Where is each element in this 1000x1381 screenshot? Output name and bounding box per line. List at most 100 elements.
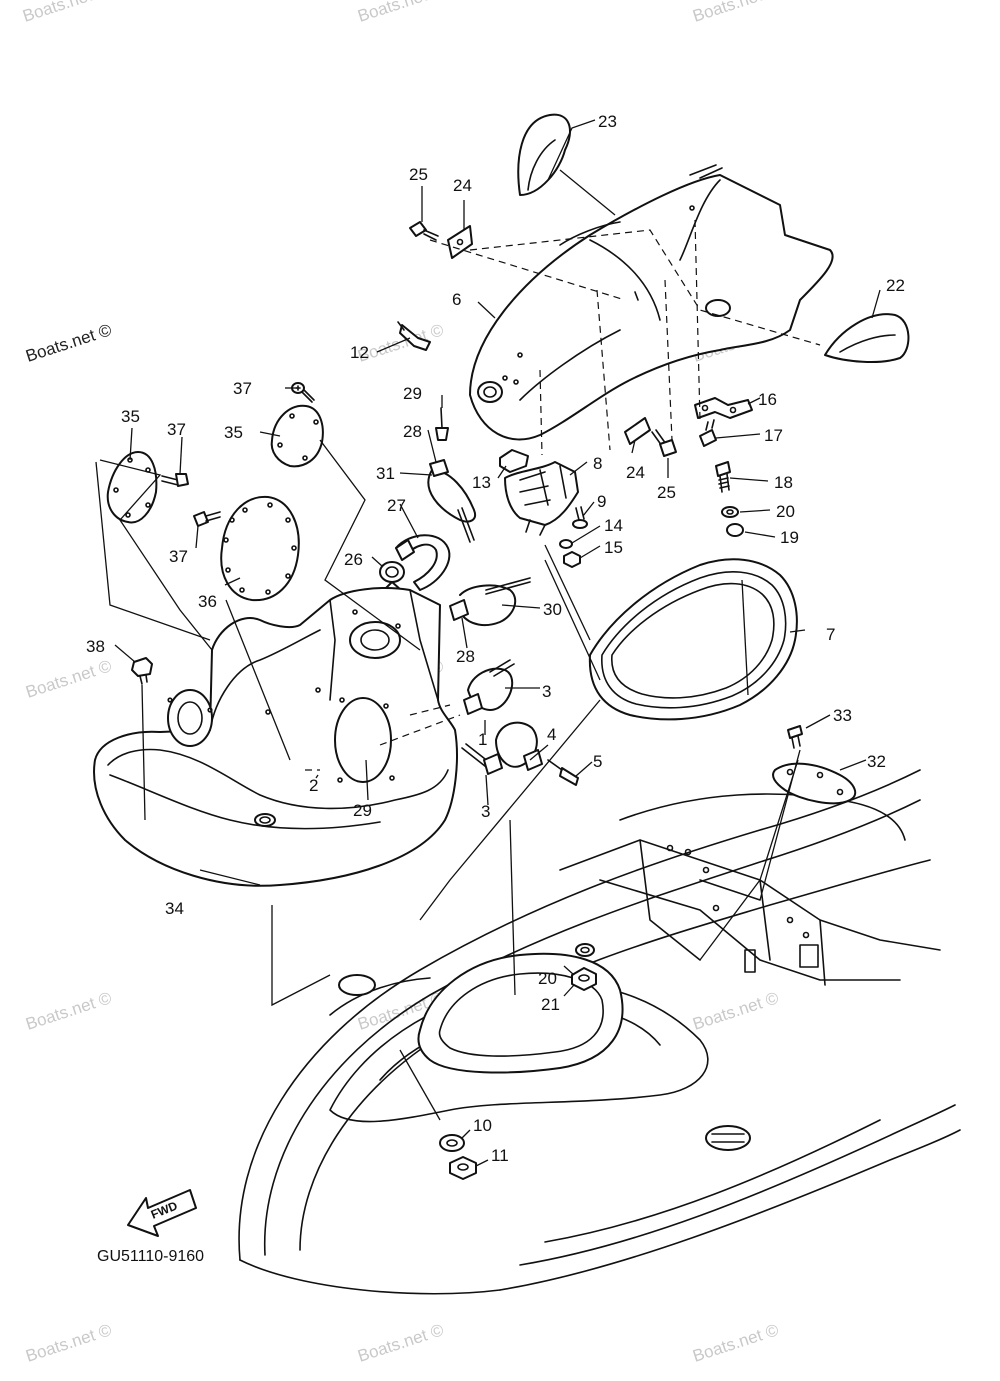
bolt-25-upper: [409, 221, 439, 241]
rivet-29-upper: [435, 407, 449, 441]
callout-14: 14: [604, 516, 623, 535]
cover-36: [220, 495, 300, 602]
watermark: Boats.net ©: [20, 0, 111, 26]
callout-37: 37: [167, 420, 186, 439]
hull-deck: [238, 769, 961, 1295]
watermark: Boats.net ©: [23, 988, 114, 1034]
clamp-4: [523, 749, 543, 771]
rivet-12: [397, 321, 431, 351]
callout-37: 37: [233, 379, 252, 398]
callout-20: 20: [776, 502, 795, 521]
callout-27: 27: [387, 496, 406, 515]
watermark: Boats.net ©: [23, 656, 114, 702]
bracket-24-lower: [624, 417, 651, 445]
callout-22: 22: [886, 276, 905, 295]
callout-35: 35: [121, 407, 140, 426]
screw-9: [572, 506, 588, 529]
callout-31: 31: [376, 464, 395, 483]
bracket-16: [694, 397, 753, 419]
callout-18: 18: [774, 473, 793, 492]
screw-37-top: [291, 382, 315, 403]
seal-7: [588, 558, 798, 721]
nut-11: [449, 1156, 477, 1180]
cap-38: [131, 657, 153, 685]
callout-17: 17: [764, 426, 783, 445]
switch-assembly-8: [504, 461, 579, 536]
callout-3: 3: [481, 802, 490, 821]
watermark: Boats.net ©: [690, 988, 781, 1034]
callout-1: 1: [478, 730, 487, 749]
callout-13: 13: [472, 473, 491, 492]
callout-35: 35: [224, 423, 243, 442]
diagram-code: GU51110-9160: [97, 1248, 204, 1265]
stud-18: [715, 461, 731, 493]
callout-29: 29: [403, 384, 422, 403]
band-3-upper: [463, 659, 515, 715]
watermark: Boats.net ©: [355, 1320, 446, 1366]
callout-26: 26: [344, 550, 363, 569]
callout-25: 25: [657, 483, 676, 502]
handlebar-cover: [469, 164, 834, 441]
grommet-19: [726, 523, 744, 537]
watermark: Boats.net ©: [23, 320, 114, 366]
callout-24: 24: [453, 176, 472, 195]
watermark: Boats.net ©: [23, 1320, 114, 1366]
fwd-arrow-icon: FWD: [127, 1189, 197, 1237]
callout-19: 19: [780, 528, 799, 547]
plate-32: [772, 762, 857, 805]
callout-7: 7: [826, 625, 835, 644]
callout-28: 28: [403, 422, 422, 441]
callout-34: 34: [165, 899, 184, 918]
watermark: Boats.net ©: [690, 0, 781, 26]
watermark: Boats.net ©: [690, 1320, 781, 1366]
washer-20-upper: [721, 506, 739, 518]
callout-23: 23: [598, 112, 617, 131]
callout-9: 9: [597, 492, 606, 511]
washer-14: [559, 539, 573, 549]
callout-29: 29: [353, 801, 372, 820]
callout-21: 21: [541, 995, 560, 1014]
clamp-27: [395, 534, 451, 591]
callout-37: 37: [169, 547, 188, 566]
callout-24: 24: [626, 463, 645, 482]
callout-32: 32: [867, 752, 886, 771]
nut-15: [563, 551, 581, 568]
callout-2: 2: [309, 776, 318, 795]
band-31: [427, 459, 476, 543]
callout-6: 6: [452, 290, 461, 309]
watermark: Boats.net ©: [355, 0, 446, 26]
storage-tray-34: [93, 587, 458, 887]
callout-leaders: [114, 119, 881, 1167]
washer-20-lower: [575, 943, 595, 957]
callout-25: 25: [409, 165, 428, 184]
callout-5: 5: [593, 752, 602, 771]
screw-37-right: [161, 473, 189, 487]
band-3-lower: [461, 721, 543, 775]
callout-15: 15: [604, 538, 623, 557]
callout-4: 4: [547, 725, 556, 744]
cover-part-22: [824, 313, 910, 363]
callout-28: 28: [456, 647, 475, 666]
bolt-17: [699, 419, 717, 447]
callout-33: 33: [833, 706, 852, 725]
assembly-lines: [95, 169, 821, 1121]
bolt-25-lower: [651, 429, 677, 457]
callout-38: 38: [86, 637, 105, 656]
callout-12: 12: [350, 343, 369, 362]
nut-21: [571, 967, 597, 991]
cover-part-23: [517, 113, 571, 196]
cover-35-left: [106, 451, 158, 524]
callout-numbers: 1 2 3 3 4 5 6 7 8 9 10 11 12 13 14 15 16…: [86, 112, 905, 1165]
callout-30: 30: [543, 600, 562, 619]
callout-16: 16: [758, 390, 777, 409]
callout-10: 10: [473, 1116, 492, 1135]
callout-20: 20: [538, 969, 557, 988]
rivet-5: [547, 759, 579, 786]
screw-37-left: [193, 511, 221, 527]
washer-10: [439, 1134, 465, 1152]
callout-8: 8: [593, 454, 602, 473]
callout-36: 36: [198, 592, 217, 611]
callout-3: 3: [542, 682, 551, 701]
clip-13: [499, 449, 529, 473]
